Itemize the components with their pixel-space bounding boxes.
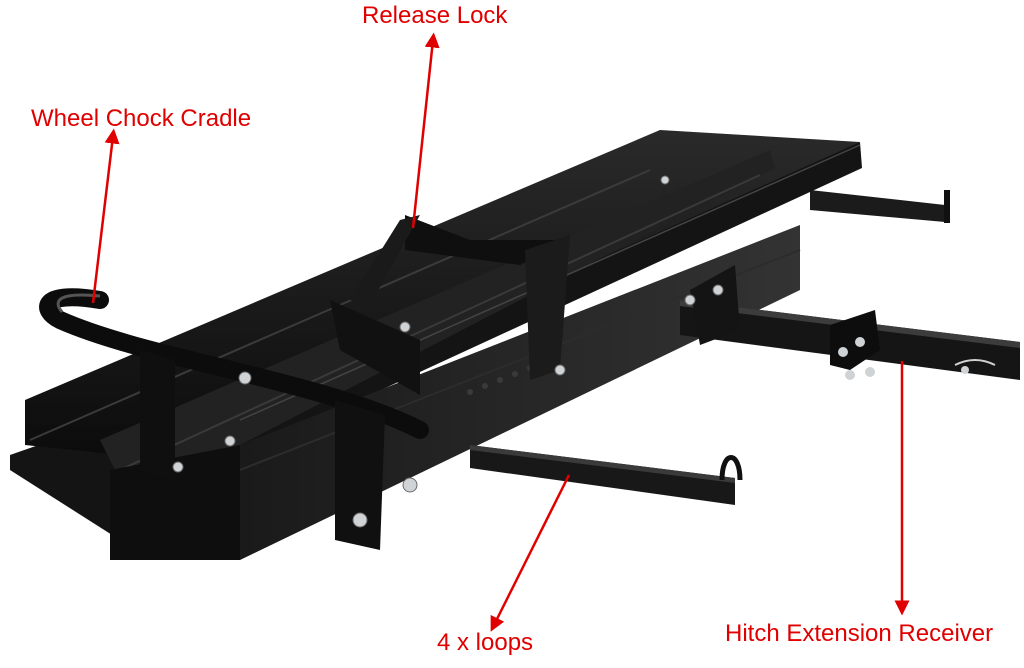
bolts bbox=[172, 175, 724, 528]
wheel-chock-cradle-label: Wheel Chock Cradle bbox=[31, 105, 252, 132]
loops-label: 4 x loops bbox=[437, 629, 534, 656]
hitch-extension-receiver-label: Hitch Extension Receiver bbox=[725, 620, 994, 647]
hitch-extension-receiver bbox=[680, 265, 1020, 380]
rear-loop-arm bbox=[810, 190, 950, 223]
wheel-chock-arrow bbox=[91, 128, 120, 304]
front-loop-arm bbox=[470, 445, 743, 505]
release-lock bbox=[330, 215, 570, 395]
wheel-chock-cradle bbox=[39, 288, 429, 550]
annotation-arrows bbox=[91, 32, 910, 632]
loops-arrow bbox=[490, 474, 571, 632]
release-lock-label: Release Lock bbox=[362, 2, 508, 29]
release-lock-arrow bbox=[411, 32, 440, 229]
